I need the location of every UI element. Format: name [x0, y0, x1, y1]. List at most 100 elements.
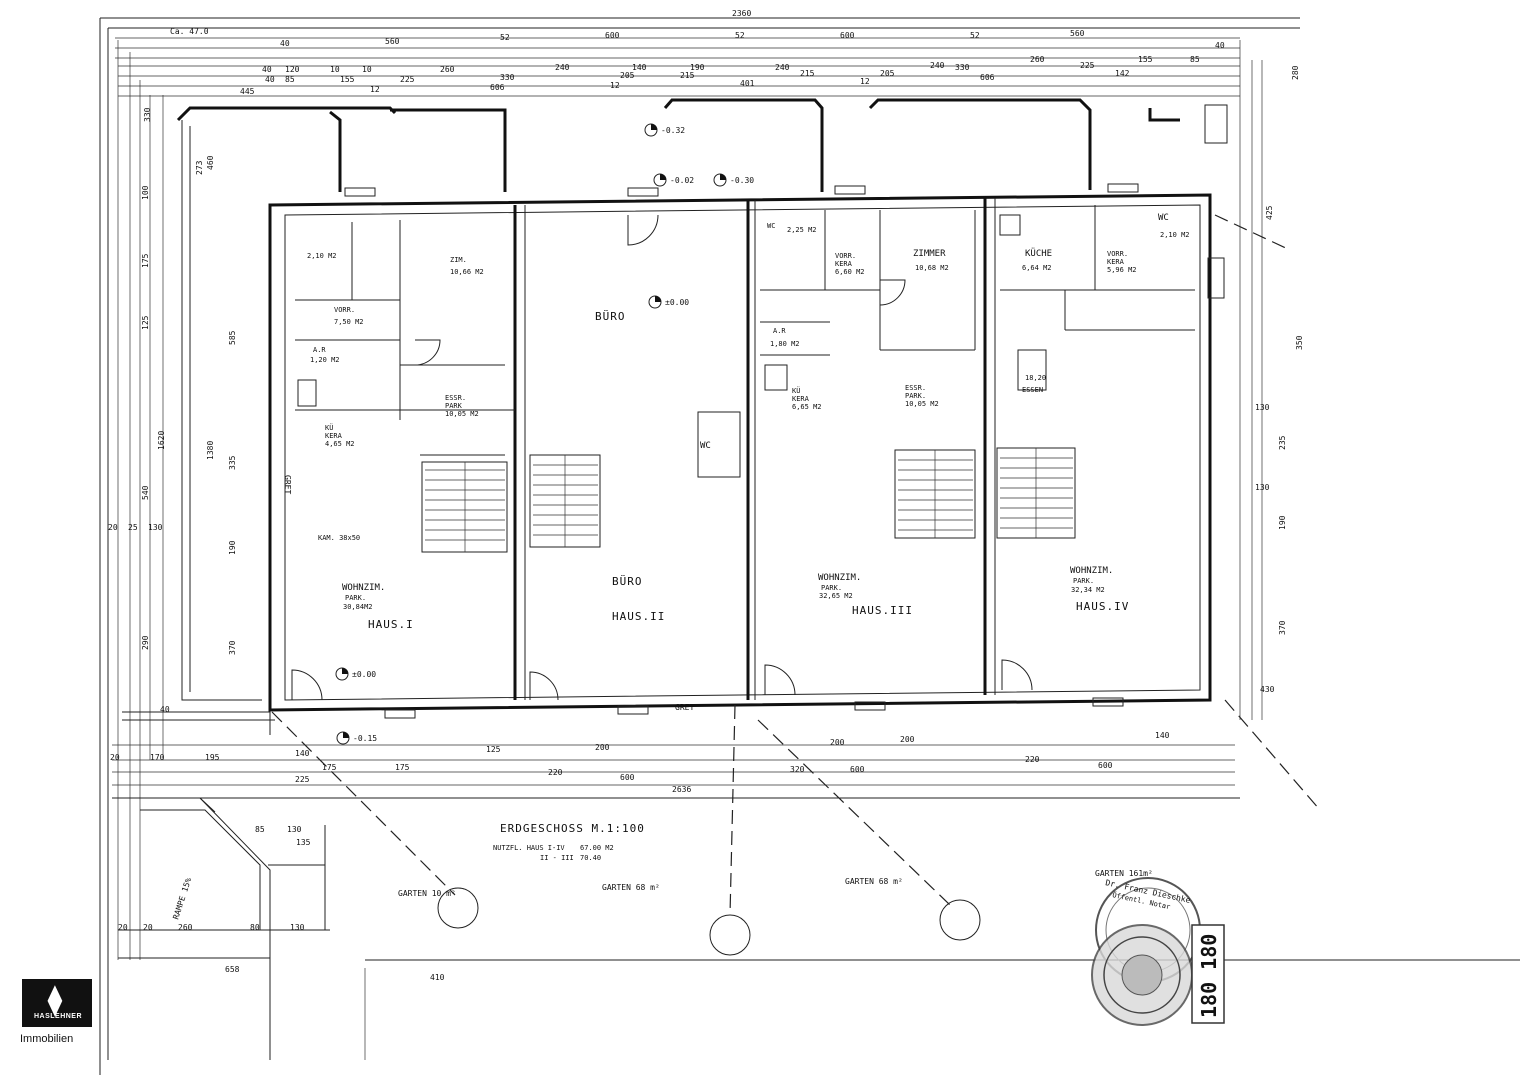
svg-text:606: 606: [980, 73, 995, 82]
svg-text:KERA: KERA: [792, 395, 810, 403]
svg-text:12: 12: [860, 77, 870, 86]
svg-text:560: 560: [385, 37, 400, 46]
svg-text:560: 560: [1070, 29, 1085, 38]
svg-text:225: 225: [1080, 61, 1095, 70]
svg-text:240: 240: [775, 63, 790, 72]
sheet-frame: [99, 17, 1300, 1075]
svg-text:85: 85: [285, 75, 295, 84]
svg-text:WC: WC: [767, 222, 775, 230]
svg-text:40: 40: [262, 65, 272, 74]
svg-text:80: 80: [250, 923, 260, 932]
svg-text:-0.30: -0.30: [730, 176, 754, 185]
svg-text:370: 370: [1278, 620, 1287, 635]
svg-text:1,80 M2: 1,80 M2: [770, 340, 800, 348]
svg-text:A.R: A.R: [773, 327, 786, 335]
svg-text:1620: 1620: [157, 431, 166, 450]
svg-text:225: 225: [295, 775, 310, 784]
svg-text:215: 215: [800, 69, 815, 78]
svg-text:85: 85: [255, 825, 265, 834]
svg-text:330: 330: [500, 73, 515, 82]
svg-text:425: 425: [1265, 205, 1274, 220]
h1-essr-label: ESSR.: [445, 394, 466, 402]
area-label-2: II - III: [540, 854, 574, 862]
svg-text:10,68 M2: 10,68 M2: [915, 264, 949, 272]
svg-text:32,65 M2: 32,65 M2: [819, 592, 853, 600]
svg-text:260: 260: [178, 923, 193, 932]
svg-text:350: 350: [1295, 335, 1304, 350]
svg-text:6,65 M2: 6,65 M2: [792, 403, 822, 411]
svg-text:130: 130: [1255, 403, 1270, 412]
svg-text:190: 190: [690, 63, 705, 72]
svg-text:175: 175: [322, 763, 337, 772]
logo-subtitle: Immobilien: [20, 1033, 74, 1045]
svg-text:PARK.: PARK.: [821, 584, 842, 592]
area-value-1: 67.00 M2: [580, 844, 614, 852]
ca-label: Ca. 47.0: [170, 27, 209, 36]
svg-text:200: 200: [830, 738, 845, 747]
svg-text:WC: WC: [1158, 213, 1169, 223]
svg-text:40: 40: [280, 39, 290, 48]
left-dimensions: 330 460 273 100 175 125 585 1380 1620 54…: [108, 107, 237, 714]
h4-living-label: WOHNZIM.: [1070, 566, 1113, 576]
svg-text:2,10 M2: 2,10 M2: [307, 252, 337, 260]
svg-text:32,34 M2: 32,34 M2: [1071, 586, 1105, 594]
h1-zim-label: ZIM.: [450, 256, 467, 264]
h4-name: HAUS.IV: [1076, 600, 1129, 613]
stamp-number: 180 180: [1197, 934, 1221, 1018]
svg-text:40: 40: [265, 75, 275, 84]
svg-text:KERA: KERA: [325, 432, 343, 440]
svg-text:125: 125: [141, 315, 150, 330]
svg-text:PARK.: PARK.: [1073, 577, 1094, 585]
svg-text:600: 600: [620, 773, 635, 782]
svg-text:235: 235: [1278, 435, 1287, 450]
svg-text:600: 600: [605, 31, 620, 40]
svg-text:200: 200: [595, 743, 610, 752]
svg-text:585: 585: [228, 330, 237, 345]
svg-text:30,84M2: 30,84M2: [343, 603, 373, 611]
svg-text:540: 540: [141, 485, 150, 500]
notary-stamp: Dr. Franz Dieschke Öffentl. Notar 180 18…: [1091, 877, 1225, 1026]
svg-text:6,60 M2: 6,60 M2: [835, 268, 865, 276]
svg-text:606: 606: [490, 83, 505, 92]
svg-text:120: 120: [285, 65, 300, 74]
h1-living-label: WOHNZIM.: [342, 583, 385, 593]
garden-2-label: GARTEN 68 m²: [602, 883, 660, 892]
svg-text:10,05 M2: 10,05 M2: [905, 400, 939, 408]
svg-text:445: 445: [240, 87, 255, 96]
svg-text:100: 100: [141, 185, 150, 200]
svg-text:335: 335: [228, 455, 237, 470]
svg-text:125: 125: [486, 745, 501, 754]
windows: [344, 183, 1139, 719]
h3-living-label: WOHNZIM.: [818, 573, 861, 583]
h4-essen-label: ESSEN: [1022, 386, 1043, 394]
svg-text:12: 12: [370, 85, 380, 94]
svg-text:220: 220: [1025, 755, 1040, 764]
doors-fixtures: [291, 104, 1228, 701]
h2-living-label: BÜRO: [612, 575, 643, 588]
svg-text:40: 40: [160, 705, 170, 714]
svg-text:4,65 M2: 4,65 M2: [325, 440, 355, 448]
svg-text:410: 410: [430, 973, 445, 982]
svg-text:140: 140: [632, 63, 647, 72]
logo-mark: [22, 979, 92, 1027]
site-outline: [122, 98, 1180, 735]
svg-text:5,96 M2: 5,96 M2: [1107, 266, 1137, 274]
svg-text:240: 240: [930, 61, 945, 70]
svg-text:18,20: 18,20: [1025, 374, 1046, 382]
svg-text:2,10 M2: 2,10 M2: [1160, 231, 1190, 239]
rampe-label: RAMPE 15%: [171, 876, 193, 920]
svg-text:PARK: PARK: [445, 402, 463, 410]
svg-text:-0.32: -0.32: [661, 126, 685, 135]
svg-text:195: 195: [205, 753, 220, 762]
svg-text:135: 135: [296, 838, 311, 847]
svg-text:1,20 M2: 1,20 M2: [310, 356, 340, 364]
svg-text:142: 142: [1115, 69, 1130, 78]
h3-vorr-label: VORR.: [835, 252, 856, 260]
h1-kue-label: KÜ: [325, 423, 333, 432]
svg-text:600: 600: [840, 31, 855, 40]
garden-1-label: GARTEN 10 m²: [398, 889, 456, 898]
h3-essr-label: ESSR.: [905, 384, 926, 392]
room-labels: 2,10 M2 ZIM. 10,66 M2 VORR. 7,50 M2 A.R …: [307, 213, 1190, 631]
